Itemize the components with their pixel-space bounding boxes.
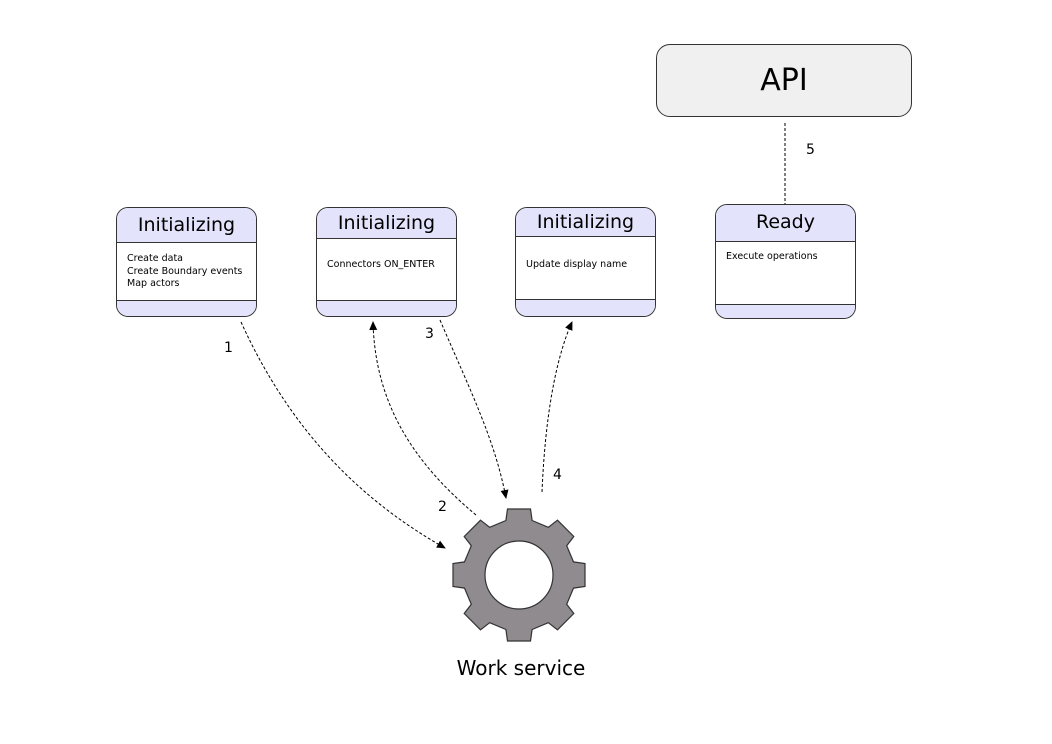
state-box-3: Initializing Update display name — [515, 207, 656, 317]
state-action: Create Boundary events — [127, 265, 243, 277]
edge-2-arrow — [369, 321, 477, 516]
state-footer — [516, 299, 655, 316]
edge-4-arrow — [541, 321, 573, 493]
edge-label-2: 2 — [438, 499, 447, 515]
state-action: Connectors ON_ENTER — [327, 259, 435, 270]
state-body: Connectors ON_ENTER — [317, 239, 456, 300]
state-body: Update display name — [516, 237, 655, 299]
state-action: Create data — [127, 253, 183, 264]
state-box-4: Ready Execute operations — [715, 204, 856, 319]
state-title: Initializing — [117, 208, 256, 243]
edge-label-5: 5 — [806, 142, 815, 158]
edge-1-arrow — [240, 321, 446, 549]
state-action: Map actors — [127, 278, 180, 289]
edge-3-arrow — [439, 319, 509, 499]
api-label: API — [760, 63, 808, 98]
edge-label-1: 1 — [224, 340, 233, 356]
state-title: Initializing — [317, 208, 456, 239]
api-box: API — [656, 44, 912, 117]
state-footer — [317, 300, 456, 316]
state-box-1: Initializing Create data Create Boundary… — [116, 207, 257, 317]
edge-label-4: 4 — [553, 467, 562, 483]
state-action: Update display name — [526, 259, 628, 270]
gear-icon — [452, 508, 586, 642]
state-title: Initializing — [516, 208, 655, 237]
state-body: Create data Create Boundary events Map a… — [117, 243, 256, 300]
edge-label-3: 3 — [425, 326, 434, 342]
state-body: Execute operations — [716, 242, 855, 304]
state-action: Execute operations — [726, 251, 818, 262]
state-footer — [716, 304, 855, 318]
state-title: Ready — [716, 205, 855, 242]
service-label: Work service — [456, 656, 586, 680]
state-footer — [117, 300, 256, 316]
state-box-2: Initializing Connectors ON_ENTER — [316, 207, 457, 317]
